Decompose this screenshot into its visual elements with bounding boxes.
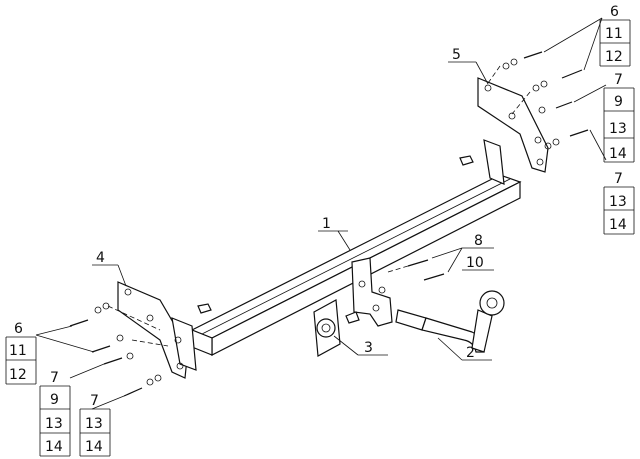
socket-plate bbox=[313, 299, 360, 357]
right-mid-label-0: 7 bbox=[614, 72, 623, 88]
left-mid-label-1: 9 bbox=[50, 392, 59, 408]
left-bracket bbox=[117, 281, 212, 379]
callout-3: 3 bbox=[364, 340, 373, 356]
right-low-label-2: 14 bbox=[609, 217, 627, 233]
left-mid-label-0: 7 bbox=[50, 370, 59, 386]
right-stack-top: 6 11 12 bbox=[599, 4, 631, 67]
callout-10: 10 bbox=[466, 255, 484, 271]
right-stack-mid: 7 9 13 14 bbox=[603, 72, 635, 162]
leader-lines bbox=[35, 17, 607, 410]
center-fasteners bbox=[387, 259, 445, 281]
right-mid-label-3: 14 bbox=[609, 146, 627, 162]
left-low-label-2: 14 bbox=[85, 439, 103, 455]
right-low-label-1: 13 bbox=[609, 194, 627, 210]
left-mid-label-2: 13 bbox=[45, 416, 63, 432]
callout-2: 2 bbox=[466, 345, 475, 361]
right-mid-label-2: 13 bbox=[609, 121, 627, 137]
left-mid-label-3: 14 bbox=[45, 439, 63, 455]
callout-1: 1 bbox=[322, 216, 331, 232]
left-stack-mid: 7 9 13 14 bbox=[39, 370, 71, 457]
right-mid-label-1: 9 bbox=[614, 94, 623, 110]
left-top-label-2: 12 bbox=[9, 367, 27, 383]
left-stack-top: 6 11 12 bbox=[5, 321, 37, 385]
left-low-label-1: 13 bbox=[85, 416, 103, 432]
right-stack-low: 7 13 14 bbox=[603, 161, 635, 235]
callout-5: 5 bbox=[452, 47, 461, 63]
right-top-label-0: 6 bbox=[610, 4, 619, 20]
right-fasteners bbox=[485, 51, 589, 150]
left-top-label-0: 6 bbox=[14, 321, 23, 337]
callout-8: 8 bbox=[474, 233, 483, 249]
left-fasteners bbox=[69, 302, 169, 397]
center-mount-plate bbox=[351, 257, 393, 327]
callout-labels: 1 2 3 4 5 8 10 bbox=[96, 47, 484, 361]
callout-4: 4 bbox=[96, 250, 105, 266]
right-bracket bbox=[459, 77, 549, 185]
tow-ball-arm bbox=[395, 290, 505, 353]
right-top-label-1: 11 bbox=[605, 26, 623, 42]
right-low-label-0: 7 bbox=[614, 171, 623, 187]
left-low-label-0: 7 bbox=[90, 393, 99, 409]
left-top-label-1: 11 bbox=[9, 343, 27, 359]
left-stack-low: 7 13 14 bbox=[79, 393, 111, 457]
right-top-label-2: 12 bbox=[605, 49, 623, 65]
